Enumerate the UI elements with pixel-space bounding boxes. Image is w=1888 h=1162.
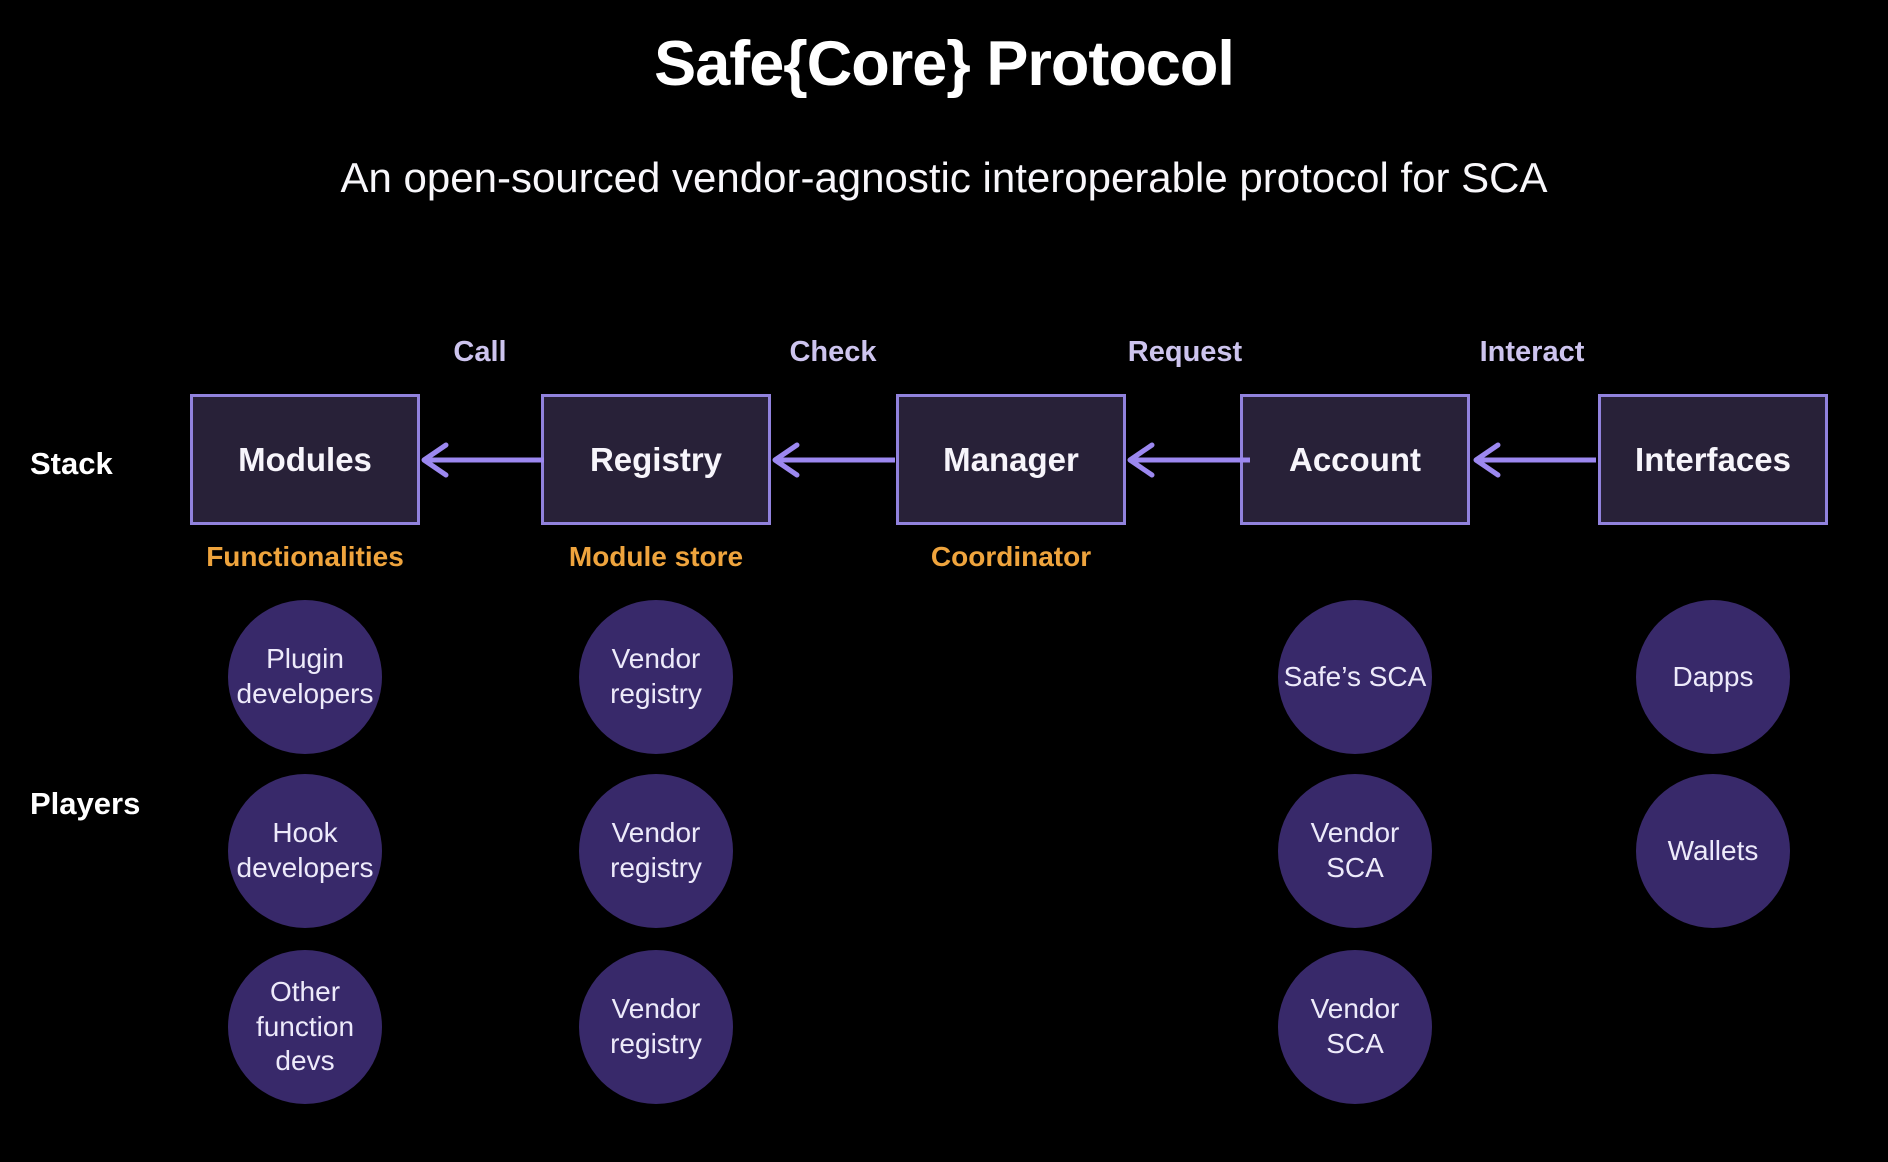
arrow-label-interact: Interact	[1479, 336, 1585, 368]
players-row-label: Players	[30, 786, 141, 821]
box-registry-label: Registry	[589, 440, 723, 478]
box-registry: Registry	[541, 394, 771, 525]
player-circle-vendor-registry: Vendor registry	[579, 774, 733, 928]
player-circle-label: Vendor registry	[610, 643, 702, 709]
left-arrow-icon	[421, 442, 544, 478]
player-circle-hook-developers: Hook developers	[228, 774, 382, 928]
player-circle-safes-sca: Safe’s SCA	[1278, 600, 1432, 754]
player-circle-label: Vendor registry	[610, 817, 702, 883]
box-modules-label: Modules	[238, 440, 372, 478]
box-interfaces-label: Interfaces	[1635, 440, 1791, 478]
player-circle-label: Safe’s SCA	[1283, 660, 1427, 692]
player-circle-label: Vendor SCA	[1310, 817, 1400, 883]
player-circle-label: Dapps	[1672, 660, 1754, 692]
arrow-label-check: Check	[789, 336, 877, 368]
player-circle-vendor-sca: Vendor SCA	[1278, 950, 1432, 1104]
player-circle-wallets: Wallets	[1636, 774, 1790, 928]
player-circle-other-function-devs: Other function devs	[228, 950, 382, 1104]
player-circle-label: Hook developers	[236, 817, 374, 883]
player-circle-vendor-registry: Vendor registry	[579, 950, 733, 1104]
box-account-label: Account	[1289, 440, 1421, 478]
player-circle-label: Other function devs	[255, 975, 355, 1077]
box-account: Account	[1240, 394, 1470, 525]
page-subtitle: An open-sourced vendor-agnostic interope…	[340, 154, 1548, 201]
left-arrow-icon	[1127, 442, 1250, 478]
box-manager-label: Manager	[943, 440, 1079, 478]
box-modules: Modules	[190, 394, 420, 525]
player-circle-dapps: Dapps	[1636, 600, 1790, 754]
player-circle-vendor-registry: Vendor registry	[579, 600, 733, 754]
arrow-label-request: Request	[1127, 336, 1243, 368]
player-circle-label: Wallets	[1667, 834, 1759, 866]
box-interfaces: Interfaces	[1598, 394, 1828, 525]
player-circle-label: Vendor SCA	[1310, 993, 1400, 1059]
player-circle-vendor-sca: Vendor SCA	[1278, 774, 1432, 928]
stack-row-label: Stack	[30, 446, 113, 481]
player-circle-plugin-developers: Plugin developers	[228, 600, 382, 754]
left-arrow-icon	[1473, 442, 1596, 478]
tag-module-store: Module store	[568, 541, 744, 572]
page-title: Safe{Core} Protocol	[654, 29, 1235, 99]
left-arrow-icon	[772, 442, 895, 478]
box-manager: Manager	[896, 394, 1126, 525]
tag-coordinator: Coordinator	[930, 541, 1092, 572]
player-circle-label: Plugin developers	[236, 643, 374, 709]
arrow-label-call: Call	[453, 336, 507, 368]
player-circle-label: Vendor registry	[610, 993, 702, 1059]
tag-functionalities: Functionalities	[206, 541, 404, 572]
